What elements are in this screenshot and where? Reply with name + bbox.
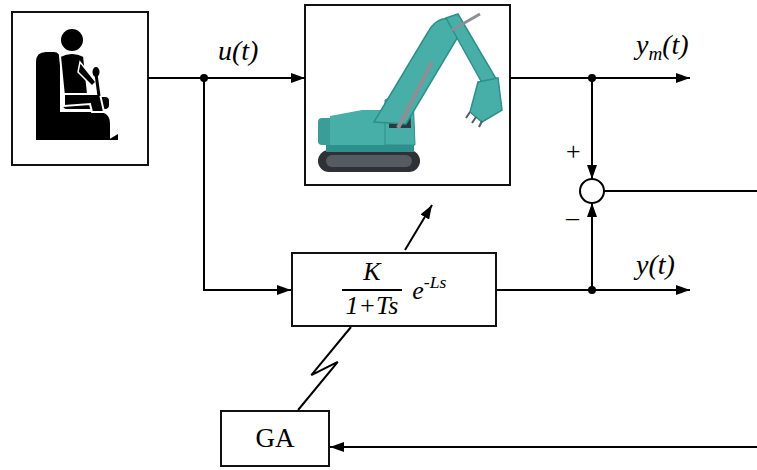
signal-name: y(t)	[636, 250, 675, 281]
signal-wire	[405, 205, 432, 250]
excavator-picture	[466, 112, 482, 127]
excavator-picture	[318, 150, 420, 172]
excavator-picture	[470, 78, 502, 122]
signal-wire	[591, 203, 593, 290]
superscript-part: -Ls	[424, 272, 447, 292]
excavator-picture	[305, 5, 510, 185]
signal-name: ym(t)	[636, 30, 689, 65]
text-group: GA	[256, 424, 295, 454]
junction-dot	[588, 286, 596, 294]
excavator-picture	[446, 14, 498, 90]
base-part: (t)	[662, 29, 688, 60]
signal-wire	[510, 77, 690, 79]
sign-symbol: –	[566, 204, 579, 233]
numerator: K	[359, 258, 384, 289]
operator-icon	[93, 67, 100, 77]
signal-wire	[204, 78, 291, 290]
denominator: 1+Ts	[342, 289, 403, 321]
ga-box: GA	[220, 410, 330, 467]
node-content: GA	[256, 424, 295, 454]
transfer-function-box: K1+Ts e-Ls	[291, 252, 497, 327]
excavator-picture	[305, 5, 510, 185]
delay-term: e-Ls	[412, 273, 446, 305]
operator-icon	[108, 134, 118, 140]
signal-name: u(t)	[218, 36, 258, 67]
operator-icon	[36, 52, 110, 140]
block-label: GA	[256, 424, 295, 454]
node-content: K1+Ts e-Ls	[342, 258, 447, 320]
junction-dot	[588, 74, 596, 82]
base-part: e	[412, 276, 424, 305]
excavator-picture	[374, 19, 462, 125]
excavator-picture	[452, 14, 480, 30]
operator-icon	[96, 74, 99, 96]
excavator-picture	[398, 62, 432, 128]
operator-icon	[61, 29, 83, 51]
subscript-part: m	[648, 43, 662, 64]
signal-wire	[604, 190, 757, 192]
signal-wire	[148, 77, 305, 79]
text-group: e-Ls	[412, 273, 446, 305]
text-group: K1+Ts	[342, 258, 403, 320]
operator-icon	[12, 12, 148, 165]
signal-wire	[148, 78, 757, 447]
junction-dot	[200, 74, 208, 82]
sign-symbol: +	[566, 138, 581, 167]
base-part: y	[636, 29, 648, 60]
signal-wire	[591, 78, 593, 179]
operator-icon	[12, 12, 148, 165]
signal-wire	[330, 446, 757, 448]
operator-icon	[64, 94, 104, 112]
summing-junction	[580, 179, 604, 203]
adaptation-link	[298, 327, 351, 410]
excavator-picture	[326, 155, 412, 167]
